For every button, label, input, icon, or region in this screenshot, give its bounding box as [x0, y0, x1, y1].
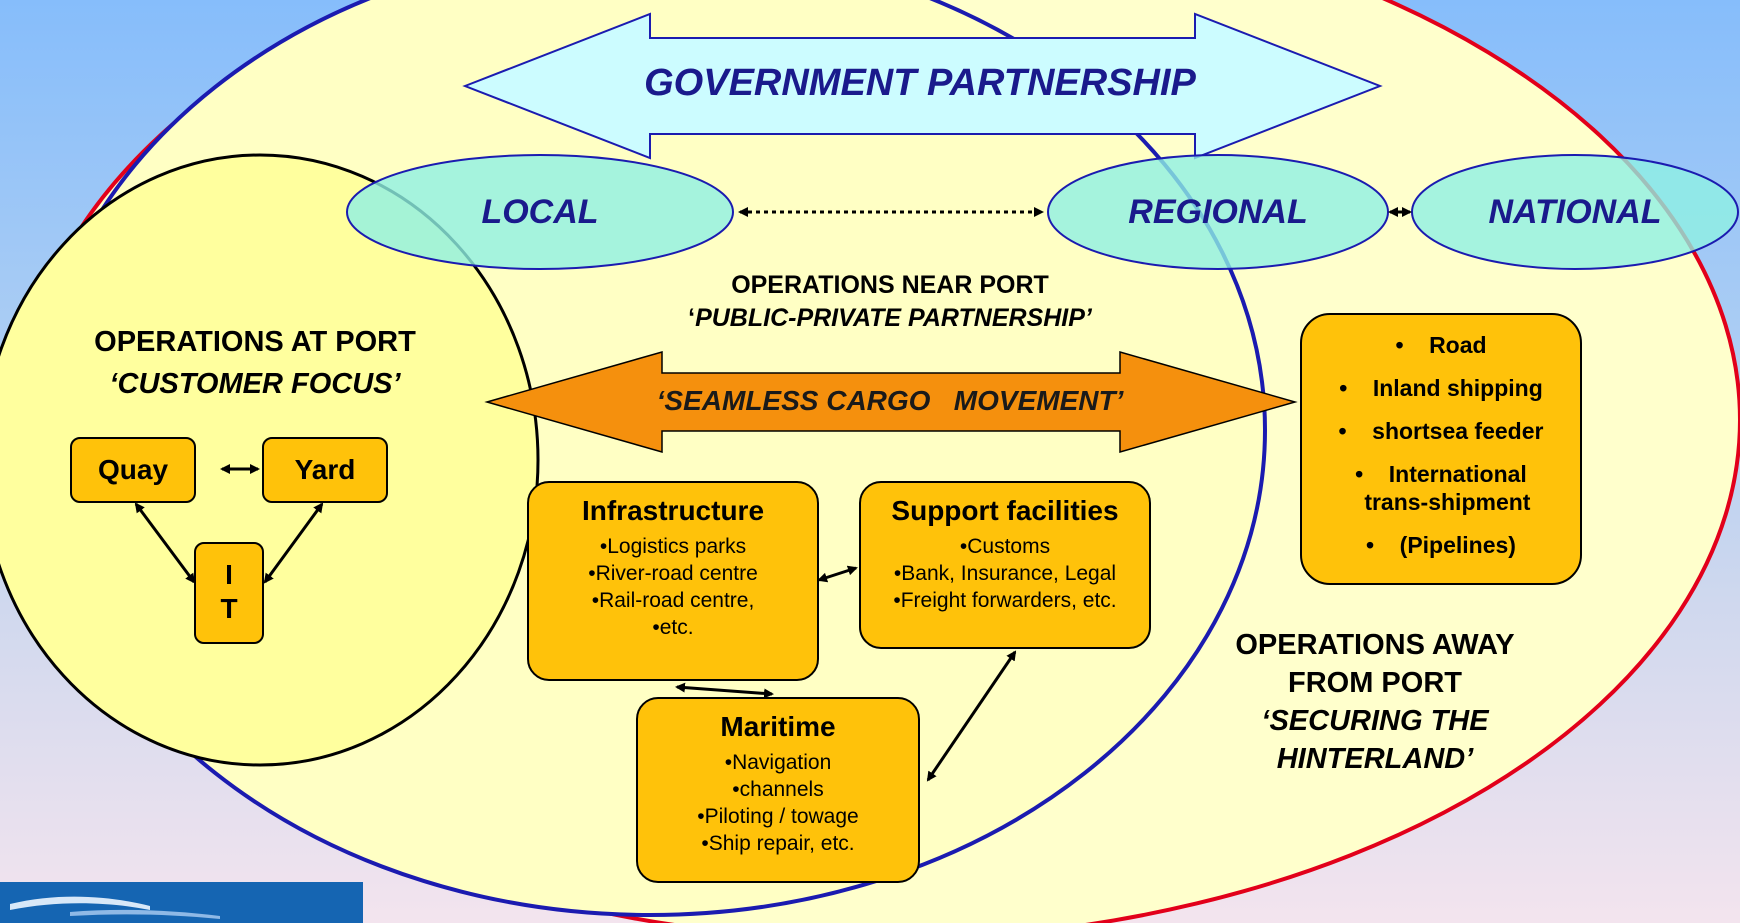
government-arrow — [462, 12, 1383, 160]
transport-modes-list: Road Inland shipping shortsea feeder Int… — [1302, 331, 1580, 559]
it-box: I T — [194, 542, 264, 644]
infrastructure-box: Infrastructure Logistics parks River-roa… — [527, 481, 819, 681]
mode-international: International — [1312, 460, 1570, 488]
national-ellipse — [1411, 154, 1739, 270]
logo-image — [0, 882, 363, 923]
away-port-line1: OPERATIONS AWAY — [1235, 629, 1515, 661]
near-port-subtitle-text: PUBLIC-PRIVATE PARTNERSHIP’ — [695, 304, 1092, 332]
near-port-title: OPERATIONS NEAR PORT — [731, 271, 1049, 299]
maritime-item: channels — [646, 776, 910, 803]
infrastructure-support-connector — [817, 565, 858, 583]
quay-box: Quay — [70, 437, 196, 503]
yard-it-connector — [263, 502, 324, 584]
maritime-box: Maritime Navigation channels Piloting / … — [636, 697, 920, 883]
it-line-2: T — [220, 593, 238, 624]
infrastructure-list: Logistics parks River-road centre Rail-r… — [529, 533, 817, 641]
infrastructure-title: Infrastructure — [581, 495, 765, 526]
infrastructure-item: Logistics parks — [537, 533, 809, 560]
maritime-item: Piloting / towage — [646, 803, 910, 830]
infrastructure-item: Rail-road centre, — [537, 587, 809, 614]
maritime-list: Navigation channels Piloting / towage Sh… — [638, 749, 918, 857]
support-facilities-box: Support facilities Customs Bank, Insuran… — [859, 481, 1151, 649]
yard-box: Yard — [262, 437, 388, 503]
regional-label: REGIONAL — [1128, 193, 1308, 231]
local-ellipse — [346, 154, 734, 270]
quay-it-connector — [134, 502, 196, 584]
away-port-block: OPERATIONS AWAY FROM PORT ‘SECURING THE … — [1195, 626, 1555, 778]
it-line-1: I — [225, 559, 233, 590]
support-list: Customs Bank, Insurance, Legal Freight f… — [861, 533, 1149, 614]
near-port-subtitle-quote: ‘ — [688, 304, 696, 332]
near-port-subtitle: ‘PUBLIC-PRIVATE PARTNERSHIP’ — [600, 304, 1180, 333]
mode-trans-shipment: trans-shipment — [1364, 489, 1531, 515]
infrastructure-item: etc. — [537, 614, 809, 641]
national-label: NATIONAL — [1488, 193, 1662, 231]
maritime-item: Navigation — [646, 749, 910, 776]
at-port-subtitle: ‘CUSTOMER FOCUS’ — [109, 368, 401, 400]
seamless-cargo-arrow — [484, 351, 1298, 453]
infrastructure-item: River-road centre — [537, 560, 809, 587]
maritime-item: Ship repair, etc. — [646, 830, 910, 857]
infrastructure-maritime-connector — [675, 682, 774, 699]
support-item: Customs — [869, 533, 1141, 560]
support-title: Support facilities — [891, 495, 1119, 526]
away-port-line2: FROM PORT — [1288, 667, 1462, 699]
local-label: LOCAL — [481, 193, 599, 231]
away-port-line4: HINTERLAND’ — [1276, 743, 1474, 775]
mode-road: Road — [1312, 331, 1570, 359]
mode-shortsea-feeder: shortsea feeder — [1312, 417, 1570, 445]
seamless-cargo-label: ‘SEAMLESS CARGO MOVEMENT’ — [656, 385, 1124, 416]
maritime-title: Maritime — [720, 711, 836, 742]
mode-pipelines: (Pipelines) — [1312, 531, 1570, 559]
support-maritime-connector — [926, 650, 1017, 782]
mode-inland-shipping: Inland shipping — [1312, 374, 1570, 402]
government-partnership-label: GOVERNMENT PARTNERSHIP — [644, 62, 1196, 104]
away-port-line3: ‘SECURING THE — [1261, 705, 1489, 737]
support-item: Freight forwarders, etc. — [869, 587, 1141, 614]
transport-modes-box: Road Inland shipping shortsea feeder Int… — [1300, 313, 1582, 585]
at-port-title: OPERATIONS AT PORT — [94, 326, 416, 358]
support-item: Bank, Insurance, Legal — [869, 560, 1141, 587]
